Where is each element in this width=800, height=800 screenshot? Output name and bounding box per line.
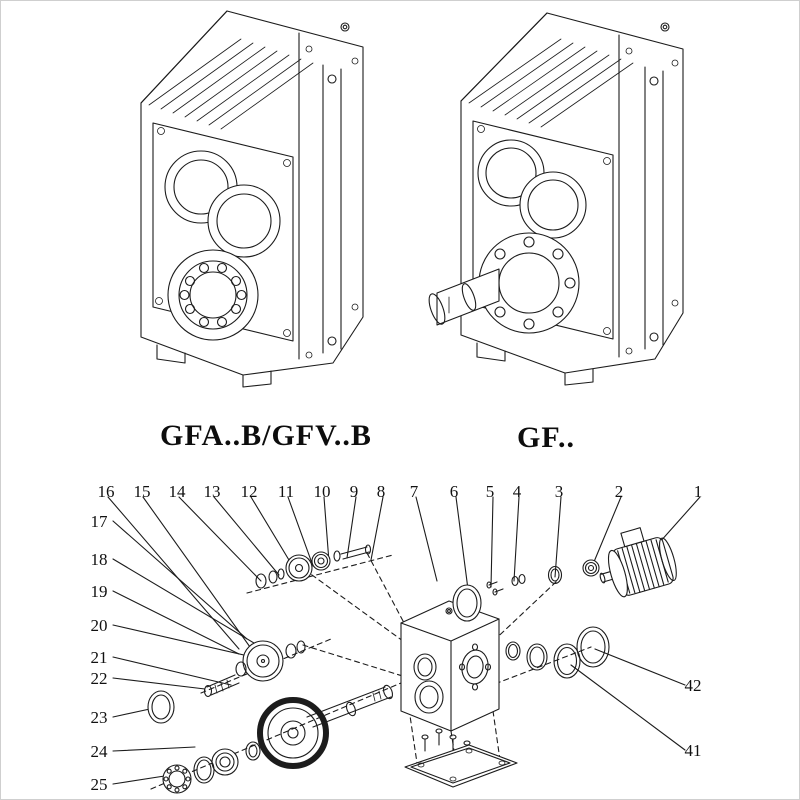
part-number-21: 21	[90, 648, 108, 667]
part-number-1: 1	[693, 482, 703, 501]
part-number-7: 7	[409, 482, 419, 501]
part-number-20: 20	[90, 616, 108, 635]
part-number-14: 14	[168, 482, 186, 501]
part-number-10: 10	[313, 482, 331, 501]
model-label-gfab: GFA..B/GFV..B	[160, 419, 372, 452]
part-number-25: 25	[90, 775, 108, 794]
part-number-42: 42	[684, 676, 702, 695]
gearbox-drawing-gf	[428, 12, 684, 386]
gearbox-drawing-gfab	[140, 10, 364, 388]
part-number-6: 6	[449, 482, 459, 501]
part-number-24: 24	[90, 742, 108, 761]
part-number-41: 41	[684, 741, 702, 760]
motor	[599, 527, 677, 598]
part-number-16: 16	[97, 482, 115, 501]
leader-lines-left	[112, 520, 262, 785]
part-number-15: 15	[133, 482, 151, 501]
output-rings	[505, 626, 610, 679]
part-number-5: 5	[485, 482, 495, 501]
model-label-gf: GF..	[517, 421, 575, 454]
part-number-9: 9	[349, 482, 359, 501]
exploded-diagram	[107, 496, 701, 794]
part-number-4: 4	[512, 482, 522, 501]
leader-lines-right	[570, 648, 686, 751]
part-number-11: 11	[277, 482, 295, 501]
part-number-18: 18	[90, 550, 108, 569]
housing	[400, 600, 500, 732]
motor-input-chain	[452, 559, 600, 622]
part-number-2: 2	[614, 482, 624, 501]
part-number-8: 8	[376, 482, 386, 501]
part-number-17: 17	[90, 512, 108, 531]
part-number-23: 23	[90, 708, 108, 727]
output-shaft-group	[162, 684, 394, 794]
intermediate-gear-group	[147, 640, 306, 724]
base-plate-group	[404, 728, 518, 788]
part-number-19: 19	[90, 582, 108, 601]
part-number-13: 13	[203, 482, 221, 501]
part-number-12: 12	[240, 482, 258, 501]
leader-lines-top	[107, 496, 701, 655]
part-number-22: 22	[90, 669, 108, 688]
input-shaft-group	[255, 544, 372, 589]
exploded-view: 16 15 14 13 12 11 10 9 8 7 6 5 4 3 2 1 1…	[1, 471, 799, 799]
part-number-3: 3	[554, 482, 564, 501]
